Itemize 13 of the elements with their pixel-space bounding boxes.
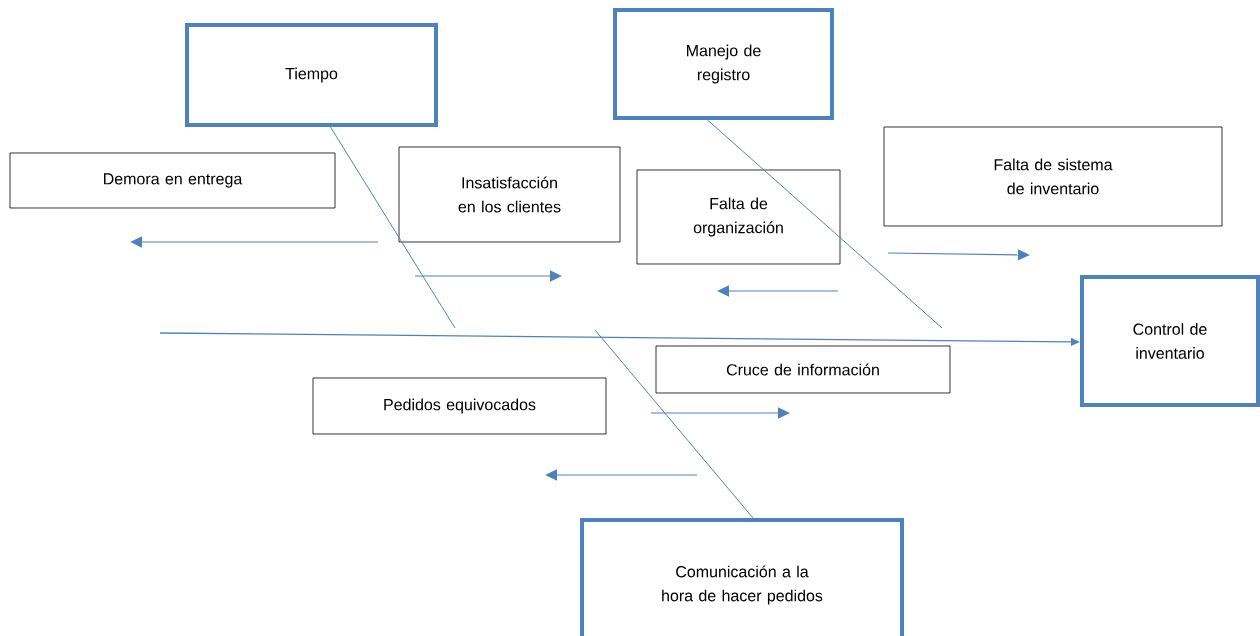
category-box: Tiempo [185,23,438,127]
effect-box: Control de inventario [1080,275,1260,407]
bone-line [330,126,456,329]
cause-box: Cruce de información [655,345,951,394]
cause-box: Falta de sistema de inventario [883,126,1223,227]
cause-box: Demora en entrega [9,152,336,209]
category-box: Comunicación a la hora de hacer pedidos [580,518,904,636]
bone-line [707,119,943,329]
cause-box: Pedidos equivocados [312,377,607,435]
category-box: Manejo de registro [613,8,834,120]
cause-box: Falta de organización [636,169,841,265]
cause-box: Insatisfacción en los clientes [398,146,621,243]
bone-line [594,329,754,519]
